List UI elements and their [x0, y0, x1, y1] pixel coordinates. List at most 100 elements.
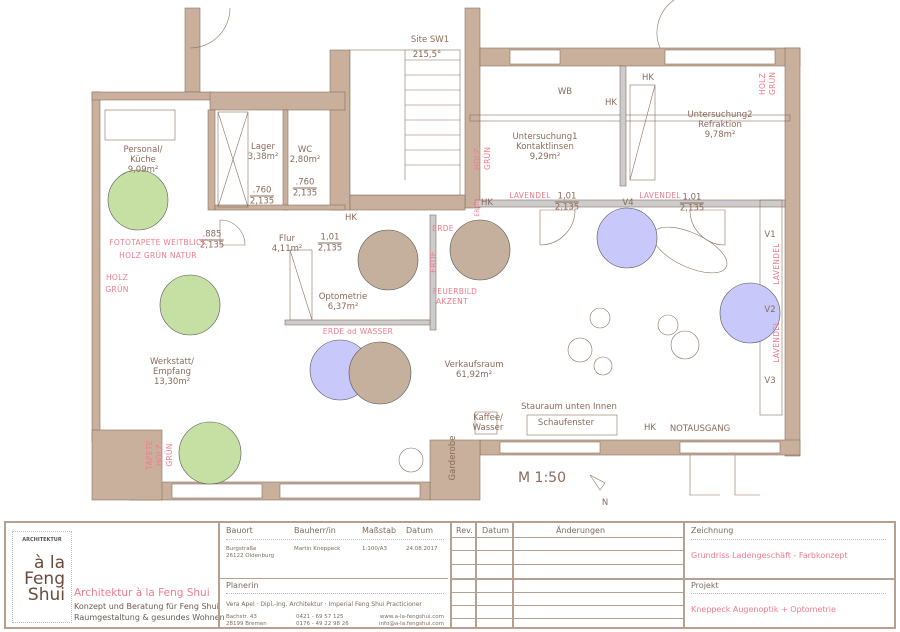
label: Untersuchung1 [512, 132, 578, 142]
area: 9,29m² [529, 152, 561, 162]
green-circle [178, 421, 242, 485]
door-width: .760 [295, 177, 315, 188]
earth-circle [348, 341, 412, 405]
zeichnung-header: Zeichnung [691, 526, 734, 535]
door-width: 1,01 [557, 191, 577, 202]
address-line: Bachstr. 43 [226, 614, 257, 620]
garderobe-label: Garderobe [448, 435, 458, 481]
area: 3,38m² [247, 152, 279, 162]
lavender-circle [719, 282, 781, 344]
label: Kaffee/ [473, 413, 503, 423]
hk-label: HK [642, 73, 654, 83]
phone-line: 0421 - 69 57 125 [296, 614, 344, 620]
door-width: .760 [252, 185, 272, 196]
note-gruen: GRÜN [105, 285, 129, 294]
v1-label: V1 [764, 230, 776, 240]
door-height: 2,135 [679, 202, 705, 214]
note-feuerbild: FEUERBILD [432, 287, 478, 296]
label: Untersuchung2 [687, 110, 753, 120]
color-circles [107, 169, 781, 485]
door-height: 2,135 [199, 239, 225, 251]
massstab-header: Maßstab [362, 526, 397, 535]
website-link[interactable]: www.a-la-fengshui.com [379, 614, 444, 620]
earth-circle [357, 229, 419, 291]
rev-datum-header: Datum [482, 526, 510, 535]
wb-label: WB [557, 87, 573, 97]
massstab-value: 1:100/A3 [362, 546, 387, 552]
bauort-line: Burgstraße [226, 546, 257, 552]
floor-plan [91, 0, 801, 501]
email-link[interactable]: info@a-la.fengshui.com [379, 621, 444, 627]
label: WC [297, 145, 313, 155]
label: Küche [130, 155, 156, 165]
note-tapete-holz-gruen: TAPETE HOLZ GRÜN [145, 440, 174, 470]
door-width: .885 [202, 229, 222, 240]
area: 4,11m² [271, 244, 303, 254]
door-width: 1,01 [320, 232, 340, 243]
door-height: 2,135 [554, 201, 580, 213]
note-lavendel: LAVENDEL [639, 191, 681, 200]
area: 2,80m² [289, 155, 321, 165]
area: 61,92m² [455, 370, 493, 380]
logo-line: Shui [27, 585, 65, 605]
bauherr-header: Bauherr/in [294, 526, 336, 535]
note-holz: HOLZ [105, 273, 129, 282]
note-lavendel: LAVENDEL [772, 243, 781, 285]
note-fototapete: FOTOTAPETE WEITBLICK [109, 238, 207, 247]
walls [91, 7, 801, 501]
projekt-value: Kneppeck Augenoptik + Optometrie [691, 605, 836, 614]
v2-label: V2 [764, 305, 776, 315]
note-erde: ERDE [429, 251, 438, 273]
site-degree: 215,5° [412, 50, 442, 60]
planerin-header: Planerin [226, 581, 259, 590]
note-holz-gruen: HOLZ GRÜN [758, 71, 777, 95]
bauort-line: 26122 Oldenburg [226, 553, 275, 559]
door-height: 2,135 [249, 195, 275, 207]
aenderungen-header: Änderungen [556, 526, 606, 535]
area: 6,37m² [327, 302, 359, 312]
hk-label: HK [481, 198, 493, 208]
v3-label: V3 [764, 376, 776, 386]
area: 9,09m² [127, 165, 159, 175]
label: Kontaktlinsen [516, 142, 574, 152]
phone-line: 0176 - 49 22 98 26 [296, 621, 349, 627]
bauort-header: Bauort [226, 526, 253, 535]
tagline-1: Konzept und Beratung für Feng Shui [74, 602, 219, 611]
label: Personal/ [123, 145, 163, 155]
note-akzent: AKZENT [436, 297, 468, 306]
tagline-2: Raumgestaltung & gesundes Wohnen [74, 613, 225, 622]
planerin-value: Vera Apel · Dipl.-Ing. Architektur · Imp… [226, 601, 422, 608]
label: Optometrie [318, 292, 368, 302]
note-holz-gruen: HOLZ GRÜN [473, 146, 492, 170]
note-holz-gruen-natur: HOLZ GRÜN NATUR [119, 251, 197, 260]
label: Werkstatt/ [149, 357, 195, 367]
logo-line: à la [34, 553, 65, 573]
hk-label: HK [644, 423, 656, 433]
note-lavendel: LAVENDEL [509, 191, 551, 200]
label: Lager [250, 142, 276, 152]
door-height: 2,135 [292, 187, 318, 199]
scale-label: M 1:50 [518, 470, 566, 486]
door-height: 2,135 [317, 242, 343, 254]
lavender-circle [596, 207, 658, 269]
rev-header: Rev. [456, 526, 473, 535]
logo-line: Feng [24, 569, 65, 589]
